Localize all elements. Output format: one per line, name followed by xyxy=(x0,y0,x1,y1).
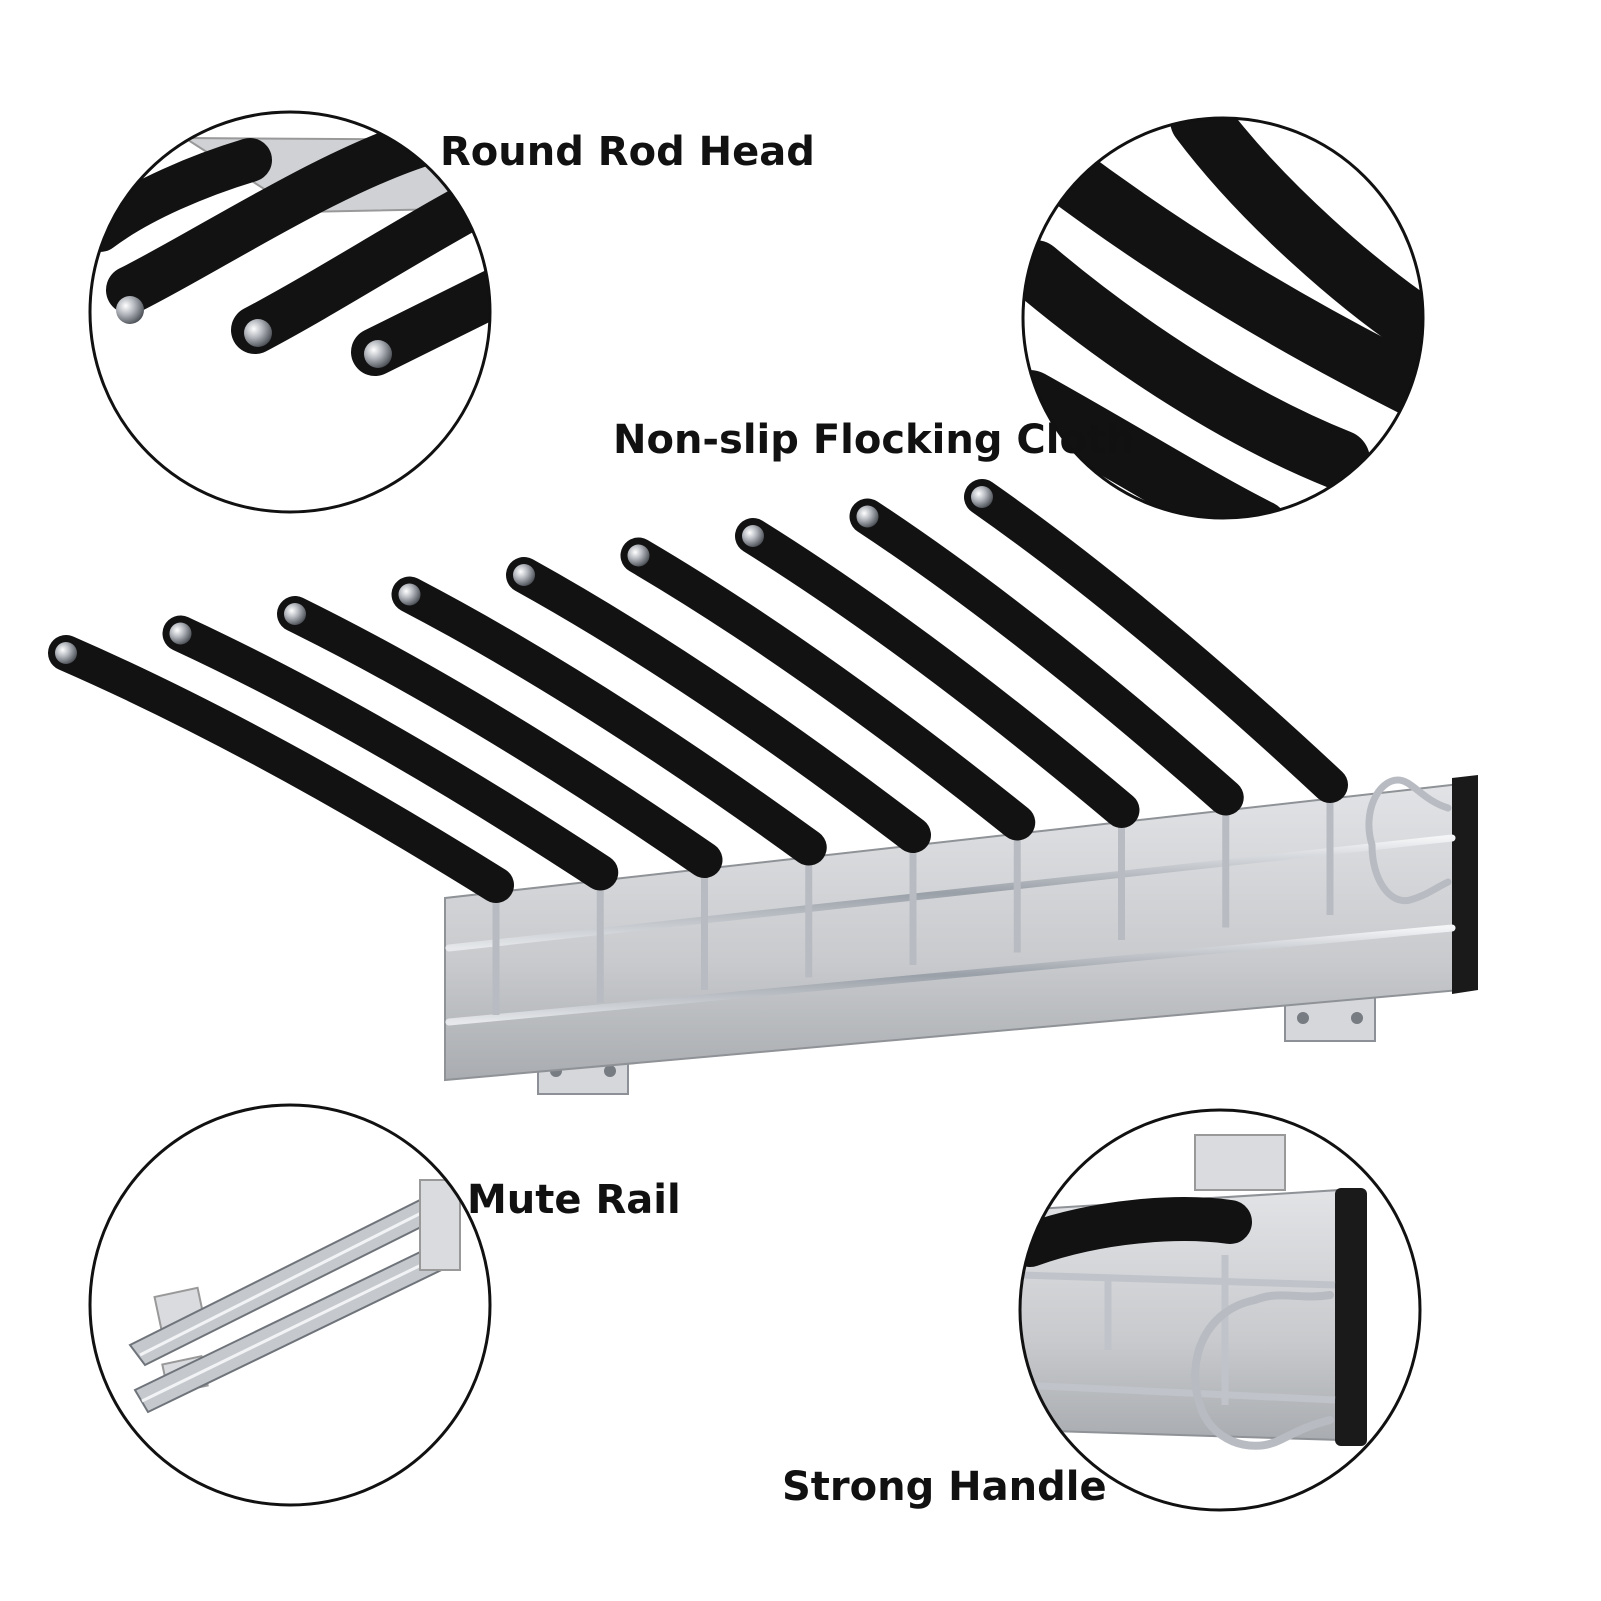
rod-ball-tip xyxy=(856,505,879,528)
foam-rod xyxy=(277,596,723,878)
rod-ball-tip xyxy=(55,642,77,664)
foam-rod xyxy=(48,635,514,903)
detail-circle-outline xyxy=(88,110,492,514)
foam-rod xyxy=(391,576,827,866)
rod-ball-tip xyxy=(742,525,764,547)
foam-rod xyxy=(620,537,1036,841)
rod-ball-tip xyxy=(284,603,306,625)
rod-ball-tip xyxy=(971,486,993,508)
label-round-rod-head: Round Rod Head xyxy=(440,129,815,175)
foam-rod xyxy=(735,518,1140,828)
handle-loop xyxy=(1365,776,1452,905)
rod-ball-tip xyxy=(398,583,421,606)
foam-rod xyxy=(162,615,619,891)
label-mute-rail: Mute Rail xyxy=(467,1177,681,1223)
pants-rack-main xyxy=(48,479,1478,1095)
rod-ball-tip xyxy=(169,622,192,645)
detail-circle-outline xyxy=(1018,1108,1422,1512)
end-cap xyxy=(1452,775,1478,994)
mounting-bracket-right xyxy=(1284,994,1376,1042)
detail-circle-outline xyxy=(1021,116,1425,520)
foam-rod xyxy=(964,479,1348,803)
detail-flocking-cloth xyxy=(1021,116,1425,520)
detail-circle-outline xyxy=(88,1103,492,1507)
foam-rod xyxy=(506,557,931,853)
foam-rod xyxy=(849,498,1244,816)
chrome-frame xyxy=(445,834,1456,1026)
label-strong-handle: Strong Handle xyxy=(782,1464,1107,1510)
detail-strong-handle xyxy=(1018,1108,1422,1512)
label-non-slip-flocking-cloth: Non-slip Flocking Cloth xyxy=(613,417,1135,463)
rods xyxy=(48,479,1348,1015)
detail-mute-rail xyxy=(88,1103,492,1507)
rod-ball-tip xyxy=(627,544,650,567)
rod-ball-tip xyxy=(513,564,535,586)
